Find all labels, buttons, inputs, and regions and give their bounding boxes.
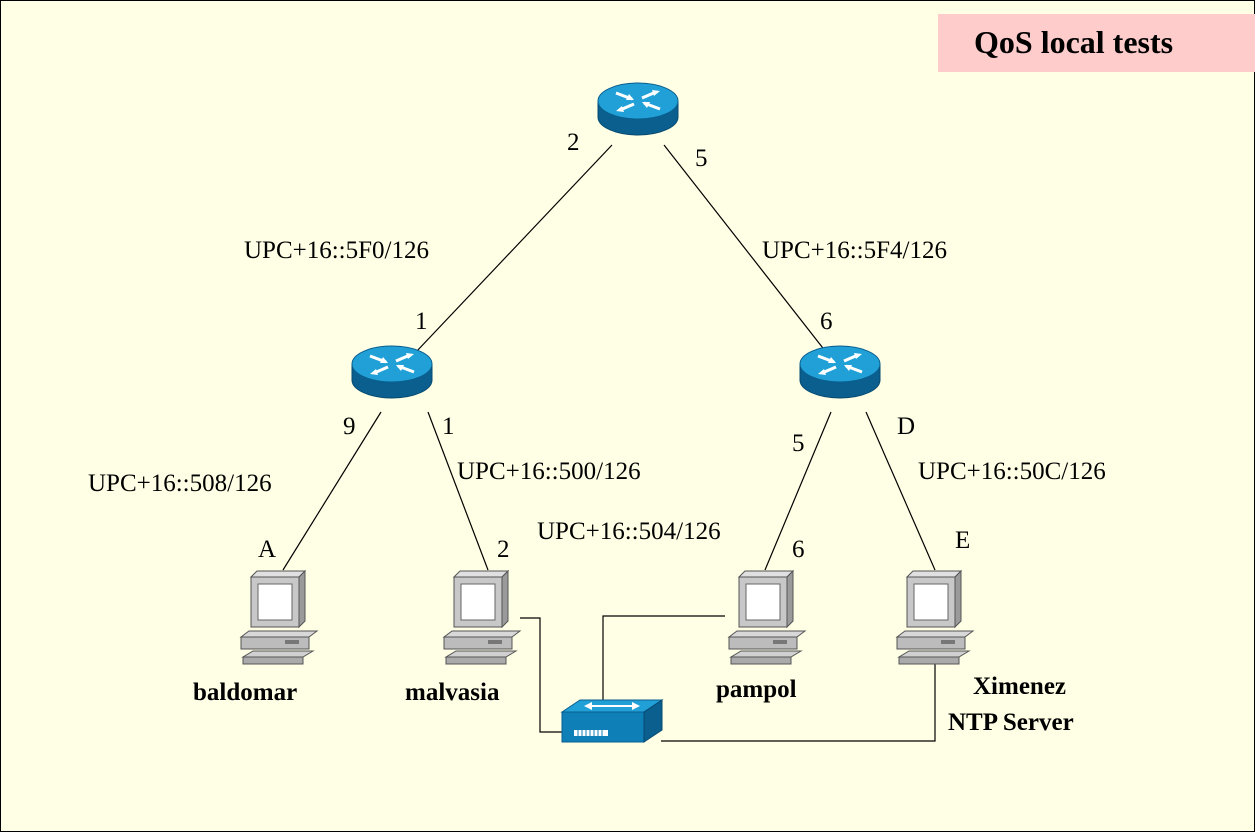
link-left-b [427,411,489,571]
workstation-icon [896,570,974,665]
port-label: 2 [497,536,510,563]
subnet-label: UPC+16::50C/126 [918,458,1106,485]
port-label: 5 [695,145,708,172]
router-icon [798,344,882,400]
workstation-icon [240,570,318,665]
link-left-a [282,411,382,571]
link-pampol-switch [602,615,725,702]
port-label: 9 [343,413,356,440]
title-banner: QoS local tests [938,14,1255,72]
workstation-icon [443,570,521,665]
port-label: 5 [792,430,805,457]
subnet-label: UPC+16::5F4/126 [762,237,947,264]
host-name: NTP Server [948,709,1074,736]
port-label: E [955,527,970,554]
router-icon [596,81,680,137]
host-name: malvasia [405,679,500,706]
host-name: pampol [716,676,797,703]
diagram-title: QoS local tests [974,24,1174,60]
link-ximenez-switch [661,664,936,742]
subnet-label: UPC+16::504/126 [537,518,721,545]
host-name: Ximenez [973,673,1066,700]
network-links [282,144,936,742]
switch-icon [561,699,663,743]
workstation-icon [728,570,806,665]
port-label: D [897,413,915,440]
link-right-b [865,411,936,571]
link-right-a [764,411,832,571]
link-malvasia-switch [520,617,562,733]
subnet-label: UPC+16::508/126 [88,470,272,497]
router-icon [350,344,434,400]
link-top-right [663,144,827,353]
port-label: 2 [567,129,580,156]
port-label: 1 [442,413,455,440]
link-top-left [415,144,613,353]
subnet-label: UPC+16::500/126 [457,458,641,485]
port-label: 6 [820,308,833,335]
port-label: A [258,536,276,563]
port-label: 6 [792,536,805,563]
host-name: baldomar [193,679,297,706]
port-label: 1 [415,308,428,335]
subnet-label: UPC+16::5F0/126 [244,237,429,264]
